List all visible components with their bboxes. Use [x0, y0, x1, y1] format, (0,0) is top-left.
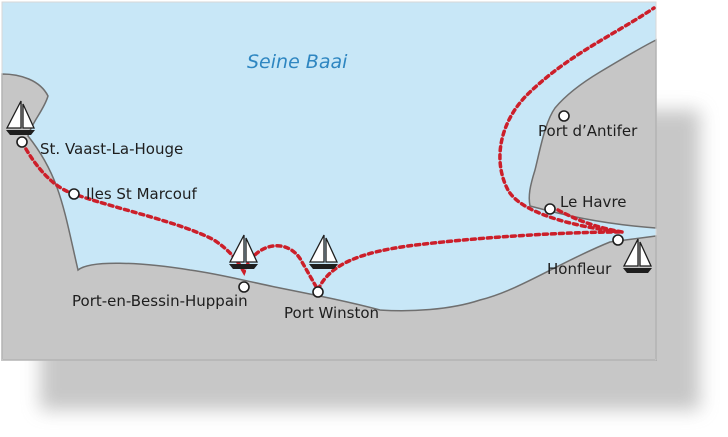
place-label: Le Havre	[560, 193, 627, 211]
place-label: St. Vaast-La-Houge	[40, 140, 183, 158]
place-label: Iles St Marcouf	[86, 185, 197, 203]
place-marker-icon	[558, 110, 570, 122]
place-label: Port-en-Bessin-Huppain	[72, 292, 248, 310]
place-st-vaast: St. Vaast-La-Houge	[16, 136, 183, 158]
place-honfleur: Honfleur	[547, 234, 624, 278]
place-label: Port d’Antifer	[538, 122, 638, 140]
place-marker-icon	[612, 234, 624, 246]
sailboat-icon	[622, 238, 653, 273]
sailboat-icon	[228, 234, 259, 269]
place-marker-icon	[312, 286, 324, 298]
place-le-havre: Le Havre	[544, 193, 627, 215]
place-port-winston: Port Winston	[284, 286, 379, 322]
sailing-route-havre-branch	[556, 208, 624, 234]
sailboat-icon	[5, 100, 36, 135]
place-label: Port Winston	[284, 304, 379, 322]
sea-name-label: Seine Baai	[247, 51, 348, 73]
place-port-dantifer: Port d’Antifer	[538, 110, 638, 140]
place-marker-icon	[238, 281, 250, 293]
sailing-route	[20, 6, 656, 294]
map-frame	[1, 1, 657, 361]
place-port-en-bessin: Port-en-Bessin-Huppain	[72, 281, 250, 310]
place-label: Honfleur	[547, 260, 612, 278]
place-marker-icon	[16, 136, 28, 148]
place-marker-icon	[544, 203, 556, 215]
place-marker-icon	[68, 188, 80, 200]
sailboat-icon	[308, 234, 339, 269]
place-iles-st-marcouf: Iles St Marcouf	[68, 185, 197, 203]
